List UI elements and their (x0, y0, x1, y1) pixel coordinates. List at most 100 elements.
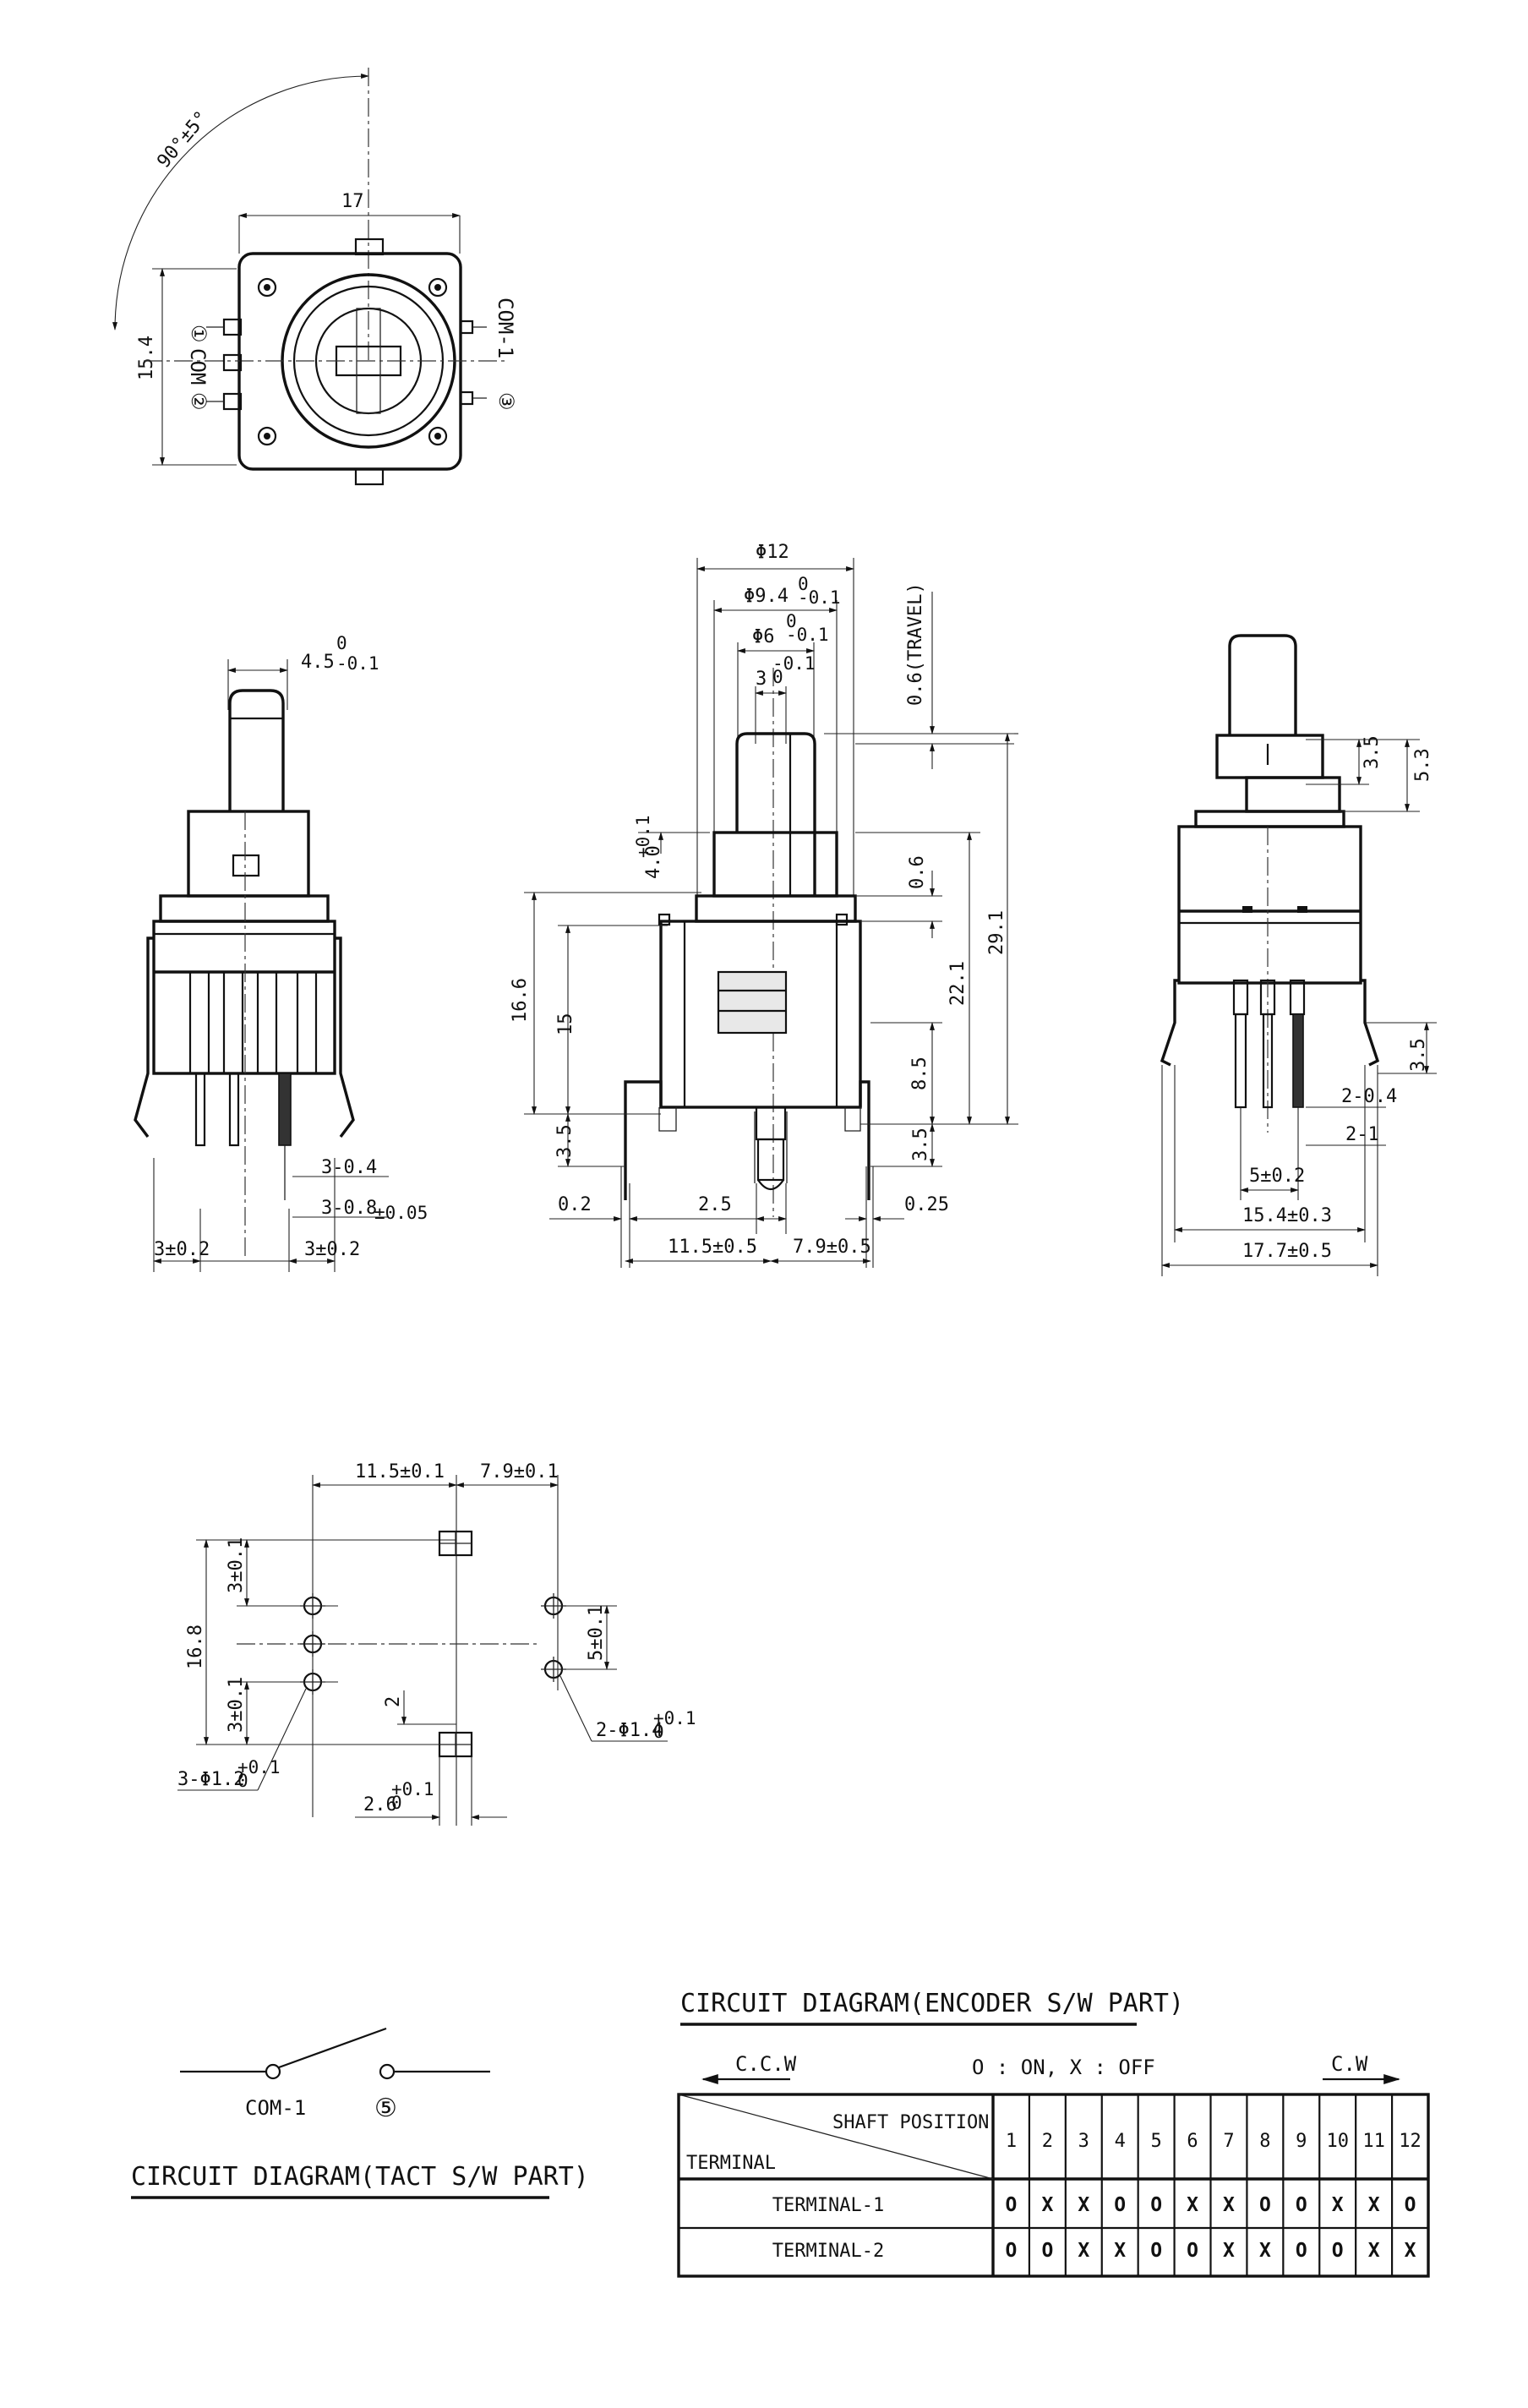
tact-com-label: COM-1 (245, 2096, 306, 2120)
pcb-layout: 11.5±0.1 7.9±0.1 16.8 3±0.1 3±0.1 5±0.1 … (177, 1461, 696, 1826)
inner-w-label: 15.4±0.3 (1242, 1205, 1332, 1226)
outer-w-label: 17.7±0.5 (1242, 1241, 1332, 1262)
tact-pin-label: ⑤ (374, 2094, 397, 2123)
terminal-cell: X (1078, 2194, 1089, 2216)
shaft-offset-label: 4.5 (301, 652, 335, 673)
pcb-w-left-label: 11.5±0.1 (355, 1461, 445, 1482)
terminal-row-label: TERMINAL-2 (772, 2241, 884, 2262)
terminal-cell: X (1114, 2240, 1126, 2262)
housing (152, 920, 336, 1075)
d-inner-tol-bot: -0.1 (786, 625, 829, 645)
position-label: 2 (1042, 2131, 1053, 2152)
position-label: 10 (1326, 2131, 1349, 2152)
h-body-label: 16.6 (510, 978, 531, 1023)
terminal-cell: X (1223, 2240, 1235, 2262)
left-edge-label: 3±0.2 (154, 1239, 210, 1260)
terminal-cell: X (1041, 2194, 1053, 2216)
right-shaft (1228, 634, 1297, 735)
pin1-label: 2-1 (1345, 1124, 1379, 1145)
terminal-cell: X (1332, 2194, 1344, 2216)
pin-right-label: 3.5 (910, 1128, 931, 1161)
d-mid-label: Φ9.4 (744, 586, 789, 607)
pcb-hole-right-label: 2-Φ1.4 (596, 1720, 663, 1741)
w-right-label: 7.9±0.5 (793, 1237, 871, 1258)
right-edge-label: 3±0.2 (304, 1239, 360, 1260)
w-left-label: 11.5±0.5 (668, 1237, 757, 1258)
d-flat-label: 3 (756, 669, 767, 690)
encoder-title: CIRCUIT DIAGRAM(ENCODER S/W PART) (680, 1989, 1184, 2018)
terminal-row-label: TERMINAL-1 (772, 2195, 884, 2216)
header-terminal-label: TERMINAL (686, 2153, 776, 2174)
top-view: 90°±5° 17 15.4 ① COM ② COM-1 ③ (112, 68, 518, 486)
h06-label: 0.6 (907, 855, 928, 889)
com-left-label: COM (186, 348, 210, 385)
position-label: 5 (1151, 2131, 1162, 2152)
d-flat-tol-bot: 0 (772, 667, 783, 687)
pin1-mark: ① (187, 325, 210, 343)
pin04-label: 2-0.4 (1341, 1086, 1397, 1107)
position-label: 9 (1296, 2131, 1307, 2152)
encoder-circuit: CIRCUIT DIAGRAM(ENCODER S/W PART) C.C.W … (677, 1989, 1430, 2278)
h35-bot-label: 3.5 (1408, 1038, 1429, 1072)
d-flat-tol-top: -0.1 (772, 653, 816, 674)
pcb-hole-left-tol-top: +0.1 (237, 1757, 281, 1777)
terminal-cell: O (1332, 2240, 1344, 2262)
h221-label: 22.1 (947, 961, 969, 1006)
cw-label: C.W (1331, 2052, 1368, 2076)
position-label: 12 (1399, 2131, 1422, 2152)
pitch-label: 2.5 (698, 1194, 732, 1215)
com1-right-label: COM-1 (494, 298, 517, 358)
pcb-p-top-label: 3±0.1 (226, 1537, 247, 1593)
pcb-spacing-label: 5±0.1 (586, 1605, 607, 1661)
angle-label: 90°±5° (153, 107, 212, 172)
top-width-label: 17 (341, 191, 364, 212)
shaft (228, 689, 285, 811)
position-label: 4 (1115, 2131, 1126, 2152)
pcb-mid-label: 2 (383, 1696, 404, 1707)
pin3-mark: ③ (494, 392, 518, 411)
pitch5-label: 5±0.2 (1249, 1166, 1305, 1187)
terminal-cell: X (1223, 2194, 1235, 2216)
d-outer-label: Φ12 (756, 542, 789, 563)
pcb-hole-left-label: 3-Φ1.2 (177, 1769, 244, 1790)
position-label: 6 (1187, 2131, 1198, 2152)
h53-label: 5.3 (1412, 748, 1433, 782)
terminal-cell: X (1187, 2194, 1198, 2216)
position-label: 11 (1362, 2131, 1385, 2152)
pin-w-tol: ±0.05 (374, 1203, 428, 1223)
terminal-cell: O (1150, 2194, 1162, 2216)
top-height-label: 15.4 (136, 336, 157, 380)
position-label: 1 (1006, 2131, 1017, 2152)
pcb-slot-tol-top: +0.1 (391, 1779, 434, 1799)
position-label: 7 (1223, 2131, 1234, 2152)
off-right-label: 0.25 (904, 1194, 949, 1215)
pcb-slot-label: 2.6 (363, 1794, 397, 1816)
pin-thk-label: 3-0.4 (321, 1157, 377, 1178)
terminal-cell: O (1296, 2194, 1307, 2216)
legend-label: O : ON, X : OFF (972, 2056, 1155, 2079)
terminal-cell: O (1187, 2240, 1198, 2262)
h85-label: 8.5 (909, 1057, 930, 1090)
encoder-table (677, 2093, 1430, 2278)
position-label: 8 (1259, 2131, 1270, 2152)
terminal-cell: O (1114, 2194, 1126, 2216)
terminal-cell: O (1259, 2194, 1271, 2216)
d-mid-tol-bot: -0.1 (798, 587, 841, 608)
right-side-view: 3.5 5.3 3.5 2-0.4 2-1 5±0.2 15.4±0.3 17.… (1160, 634, 1437, 1276)
front-shaft (735, 732, 816, 896)
terminal-cell: X (1078, 2240, 1089, 2262)
terminal-cell: X (1368, 2194, 1380, 2216)
position-label: 3 (1078, 2131, 1089, 2152)
front-view: Φ12 Φ9.4 0 -0.1 Φ6 0 -0.1 3 -0.1 0 0.6(T… (510, 542, 1018, 1268)
shaft-offset-tol-top: 0 (336, 633, 347, 653)
pcb-hole-right-tol-bot: 0 (653, 1722, 664, 1742)
terminal-cell: X (1259, 2240, 1271, 2262)
travel-label: 0.6(TRAVEL) (905, 582, 926, 706)
left-side-view: 4.5 0 -0.1 3-0.4 3-0.8 ±0.05 3±0.2 3±0.2 (134, 633, 428, 1272)
terminal-cell: X (1405, 2240, 1416, 2262)
h35-top-label: 3.5 (1362, 735, 1383, 769)
d-inner-tol-top: 0 (786, 611, 797, 631)
right-housing (1177, 825, 1362, 985)
pcb-p-bot-label: 3±0.1 (226, 1677, 247, 1733)
